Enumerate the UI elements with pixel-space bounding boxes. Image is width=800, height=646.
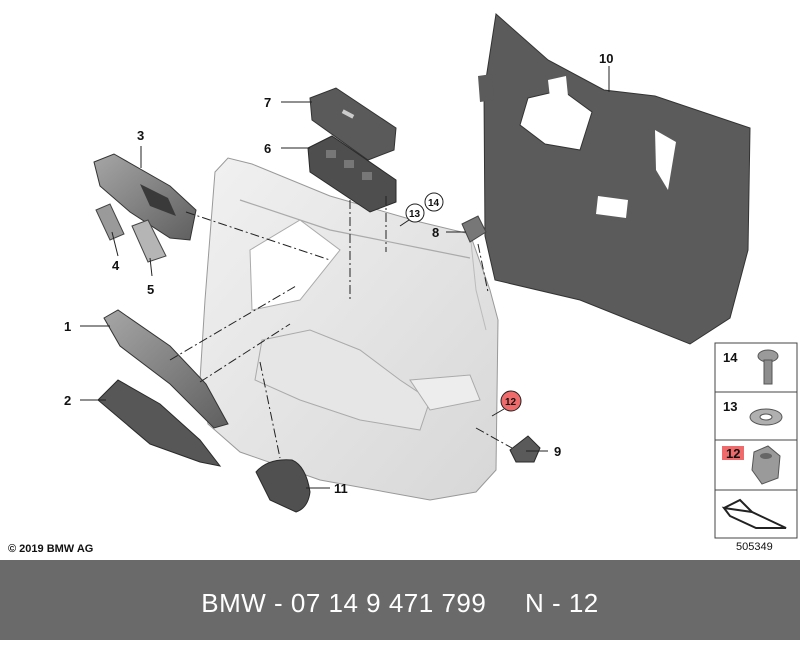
part-6-switch-unit — [307, 135, 397, 213]
nut-icon — [751, 445, 781, 485]
part-11-cover — [255, 459, 311, 513]
legend-label-13: 13 — [723, 399, 737, 414]
part-2-trim-strip — [97, 379, 222, 467]
callout-5: 5 — [147, 282, 154, 297]
part-7-switch-bezel — [309, 87, 397, 161]
part-10-insulation-panel — [478, 13, 751, 345]
callout-2: 2 — [64, 393, 71, 408]
washer-icon — [749, 408, 783, 426]
footer-bar: BMW - 07 14 9 471 799 N - 12 — [0, 560, 800, 640]
part-number-label: BMW - 07 14 9 471 799 N - 12 — [201, 588, 599, 618]
part-8-clip — [461, 215, 487, 243]
parts-diagram: 14 13 12 3 4 5 1 2 — [64, 13, 798, 539]
legend-label-12: 12 — [726, 446, 740, 461]
callout-3: 3 — [137, 128, 144, 143]
callout-4: 4 — [112, 258, 120, 273]
callout-8: 8 — [432, 225, 439, 240]
callout-10: 10 — [599, 51, 613, 66]
callout-14: 14 — [428, 198, 440, 209]
callout-9: 9 — [554, 444, 561, 459]
callout-11: 11 — [334, 481, 348, 496]
drawing-number: 505349 — [736, 541, 773, 553]
callout-13: 13 — [409, 209, 421, 220]
part-5-trim-piece — [131, 219, 167, 263]
part-3-door-handle — [93, 153, 197, 241]
legend-highlight-12 — [722, 446, 744, 460]
part-9-cover-cap — [509, 435, 541, 463]
bracket-symbol-icon — [721, 498, 787, 529]
callout-12: 12 — [505, 397, 517, 408]
screw-icon — [757, 349, 779, 385]
door-trim-panel — [199, 157, 499, 501]
legend-label-14: 14 — [723, 350, 738, 365]
part-1-trim-strip — [103, 309, 229, 429]
callout-6: 6 — [264, 141, 271, 156]
legend-box: 14 13 12 — [714, 342, 798, 539]
copyright-notice: © 2019 BMW AG — [8, 543, 94, 555]
callout-1: 1 — [64, 319, 71, 334]
callout-7: 7 — [264, 95, 271, 110]
assembly-lines — [169, 196, 513, 459]
part-4-trim-cover — [95, 203, 125, 241]
callouts: 3 4 5 1 2 7 6 10 8 13 14 12 9 11 — [64, 51, 613, 496]
